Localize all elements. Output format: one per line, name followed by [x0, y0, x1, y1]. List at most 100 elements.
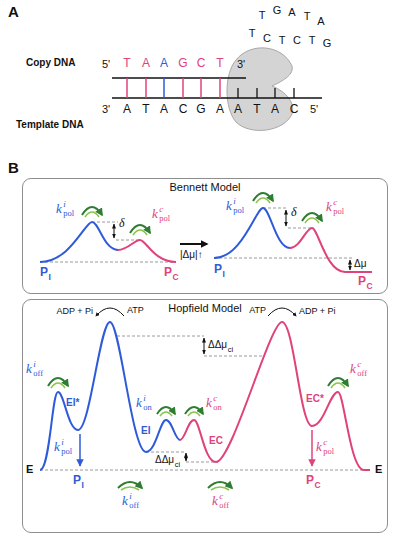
subscript: pol	[159, 214, 170, 223]
subscript: ci	[228, 346, 233, 354]
base-letter: T	[216, 57, 223, 69]
atp-arrow	[96, 308, 124, 316]
panel-letter: A	[8, 4, 19, 19]
base-letter: C	[290, 103, 299, 115]
rate-constant: k	[136, 396, 142, 409]
rate-arc	[188, 412, 200, 416]
rate-constant: k	[56, 202, 62, 215]
base-pair-tick	[163, 78, 165, 98]
rate-arc	[253, 193, 273, 201]
rate-constant: k	[316, 440, 322, 453]
subscript: off	[129, 501, 139, 510]
base-letter: C	[179, 103, 188, 115]
subscript: off	[33, 369, 43, 378]
base-letter: A	[160, 103, 168, 115]
base-letter: A	[160, 57, 168, 69]
reaction-label: ADP + Pi	[299, 307, 336, 316]
copy-backbone	[112, 77, 246, 78]
rate-arc	[302, 213, 322, 221]
strand-end: 5'	[102, 59, 110, 70]
gap-label: δ	[291, 206, 297, 218]
superscript: c	[357, 360, 361, 369]
free-base-letter: T	[249, 28, 256, 39]
base-letter: G	[178, 57, 187, 69]
subscript: pol	[323, 447, 334, 456]
product-arrow	[311, 430, 313, 466]
energy-curve	[180, 322, 370, 470]
level-dash	[263, 208, 288, 209]
drive-arrow	[350, 260, 351, 270]
rate-arc	[133, 230, 147, 235]
level-dash	[146, 452, 186, 453]
rate-arc	[48, 378, 68, 386]
level-dash	[117, 336, 204, 337]
baseline-dash	[40, 262, 176, 263]
product-label: P	[358, 275, 366, 287]
subscript: pol	[63, 209, 74, 218]
model-panel: Bennett Model	[22, 178, 388, 294]
free-base-letter: T	[279, 35, 286, 46]
subscript: I	[49, 273, 51, 282]
template-tick	[237, 88, 238, 98]
strand-end: 5'	[310, 104, 318, 115]
rate-arc	[160, 412, 172, 416]
template-tick	[256, 88, 257, 98]
level-dash	[204, 356, 265, 357]
free-base-letter: T	[259, 10, 266, 21]
rate-constant: k	[54, 440, 60, 453]
state-label: E	[375, 464, 382, 475]
baseline-dash	[40, 470, 370, 471]
state-label: EC	[209, 436, 223, 446]
level-dash	[288, 228, 312, 229]
rate-arc	[85, 212, 99, 217]
rate-arc	[256, 198, 270, 203]
rate-arc	[328, 378, 348, 386]
rate-arc	[82, 207, 102, 215]
product-label: P	[164, 266, 172, 278]
level-dash	[92, 222, 118, 223]
base-letter: T	[123, 57, 130, 69]
free-base-letter: T	[304, 11, 311, 22]
state-label: EC*	[306, 394, 324, 404]
base-letter: A	[234, 103, 242, 115]
atp-arrow	[268, 308, 296, 316]
reaction-label: ATP	[249, 306, 266, 315]
reaction-label: ATP	[127, 306, 144, 315]
superscript: i	[61, 438, 64, 447]
base-pair-tick	[219, 78, 221, 98]
free-base-letter: G	[323, 38, 332, 49]
free-base-letter: C	[263, 33, 271, 44]
superscript: i	[63, 200, 66, 209]
superscript: i	[143, 394, 146, 403]
base-letter: G	[196, 103, 205, 115]
subscript: pol	[61, 447, 72, 456]
free-base-letter: T	[309, 35, 316, 46]
subscript: ci	[175, 461, 180, 469]
energy-curve	[40, 322, 180, 470]
base-pair-tick	[126, 78, 128, 98]
reaction-label: ADP + Pi	[56, 307, 93, 316]
rate-arc	[208, 482, 232, 488]
gap-label: δ	[119, 217, 125, 229]
template-backbone	[112, 97, 322, 98]
base-pair-tick	[182, 78, 184, 98]
free-base-letter: C	[293, 35, 301, 46]
subscript: pol	[333, 207, 344, 216]
superscript: c	[159, 205, 163, 214]
base-pair-tick	[200, 78, 202, 98]
driving-force-label: |Δμ|↑	[180, 250, 203, 260]
energy-curve	[40, 222, 118, 262]
free-base-letter: G	[273, 5, 282, 16]
superscript: i	[33, 360, 36, 369]
state-label: EI*	[66, 398, 79, 408]
rate-constant: k	[350, 362, 356, 375]
product-arrow	[79, 434, 81, 466]
baseline-dash	[214, 258, 353, 259]
rate-arc	[211, 487, 229, 490]
product-label: P	[40, 266, 48, 278]
model-panel: Hopfield Model	[22, 299, 388, 533]
product-label: P	[73, 474, 81, 486]
energy-label: Δμ	[354, 259, 366, 269]
energy-curve	[214, 208, 290, 258]
